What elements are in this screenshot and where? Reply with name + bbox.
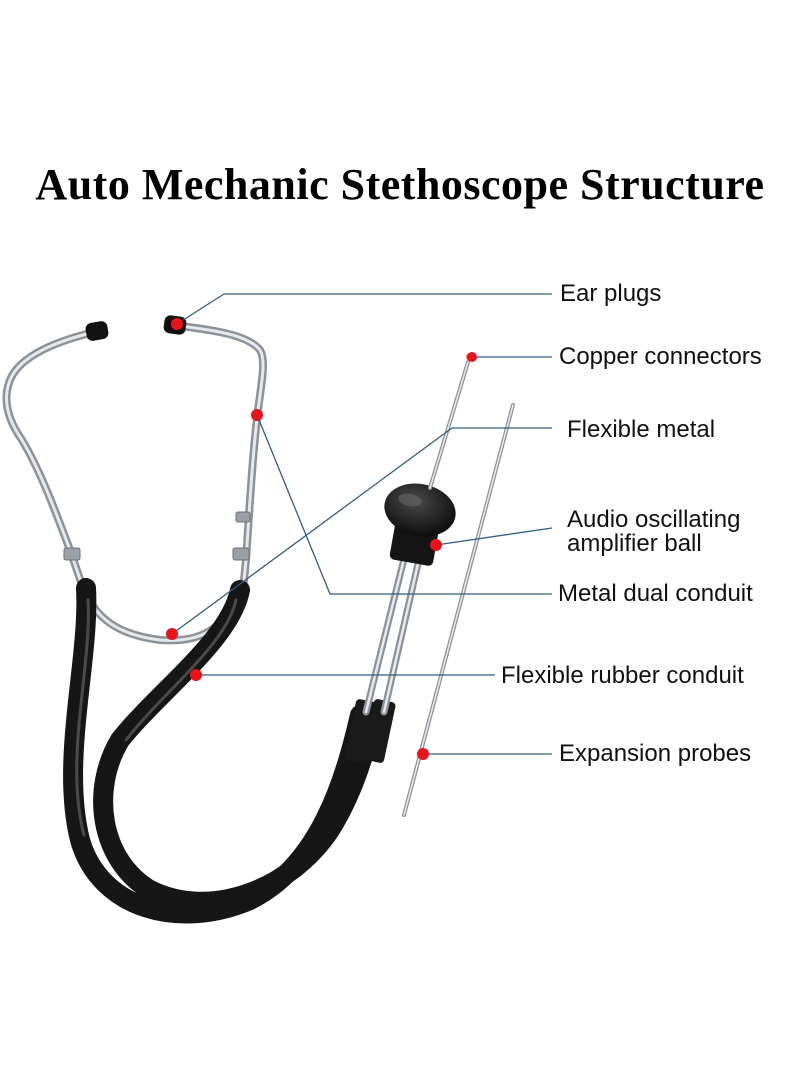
label-amplifier-ball: Audio oscillating amplifier ball bbox=[567, 508, 740, 556]
label-flexible-rubber-conduit: Flexible rubber conduit bbox=[501, 662, 744, 689]
marker-ear-plugs bbox=[171, 318, 183, 330]
leader-metal-dual-conduit bbox=[256, 414, 552, 595]
page-title: Auto Mechanic Stethoscope Structure bbox=[35, 160, 765, 209]
leader-amplifier-ball bbox=[435, 527, 553, 546]
label-amplifier-ball-line2: amplifier ball bbox=[567, 530, 702, 557]
rubber-tubes bbox=[63, 578, 385, 924]
label-flexible-metal: Flexible metal bbox=[567, 416, 716, 443]
metal-dual-conduit bbox=[362, 551, 424, 716]
label-ear-plugs: Ear plugs bbox=[560, 280, 662, 307]
probe-rod bbox=[428, 353, 474, 490]
marker-flexible-metal bbox=[166, 628, 178, 640]
leader-ear-plugs bbox=[176, 293, 552, 325]
label-expansion-probes: Expansion probes bbox=[559, 740, 752, 767]
marker-copper-connectors bbox=[467, 352, 477, 362]
marker-metal-dual-conduit bbox=[251, 409, 263, 421]
leader-lines bbox=[171, 293, 553, 755]
label-metal-dual-conduit: Metal dual conduit bbox=[558, 580, 753, 607]
red-markers bbox=[166, 318, 477, 760]
ear-tips bbox=[85, 315, 187, 341]
rubber-sleeves bbox=[344, 699, 396, 763]
marker-amplifier-ball bbox=[430, 539, 442, 551]
leader-flexible-metal bbox=[171, 427, 552, 635]
marker-flexible-rubber-conduit bbox=[190, 669, 202, 681]
expansion-probe-rod bbox=[402, 403, 515, 817]
label-amplifier-ball-line1: Audio oscillating bbox=[567, 506, 741, 533]
label-copper-connectors: Copper connectors bbox=[559, 343, 762, 370]
amplifier-ball bbox=[384, 483, 456, 566]
metal-headset bbox=[2, 321, 268, 645]
marker-expansion-probes bbox=[417, 748, 429, 760]
